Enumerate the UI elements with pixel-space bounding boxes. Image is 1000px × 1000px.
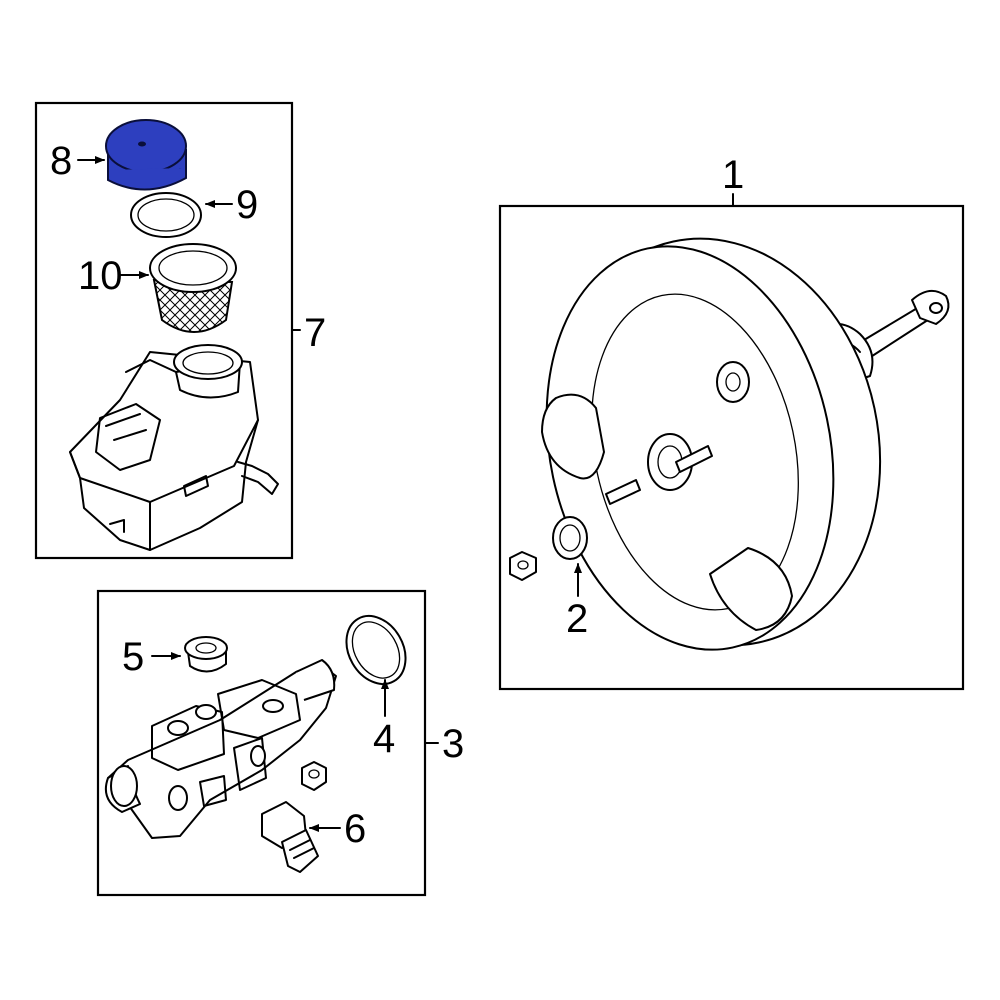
reservoir-group-box [34, 101, 301, 560]
master-cylinder-group-box [96, 589, 439, 897]
reservoir-cap[interactable] [105, 119, 187, 191]
callout-10[interactable]: 10 [78, 254, 123, 298]
callout-8[interactable]: 8 [50, 139, 72, 183]
master-cylinder-nut[interactable] [301, 761, 327, 791]
master-cylinder-body[interactable] [104, 659, 337, 839]
callout-2[interactable]: 2 [566, 597, 588, 641]
callout-1[interactable]: 1 [722, 153, 744, 197]
callout-6[interactable]: 6 [344, 807, 366, 851]
callout-7[interactable]: 7 [304, 311, 326, 355]
callout-3[interactable]: 3 [442, 722, 464, 766]
callout-5[interactable]: 5 [122, 635, 144, 679]
brake-booster[interactable] [511, 208, 950, 677]
reservoir-grommet[interactable] [184, 636, 228, 673]
booster-gasket[interactable] [552, 516, 588, 560]
callout-9[interactable]: 9 [236, 183, 258, 227]
brake-booster-group-box [498, 193, 965, 691]
pressure-sensor[interactable] [261, 801, 319, 873]
booster-nut[interactable] [509, 551, 537, 581]
master-cylinder-o-ring[interactable] [335, 605, 418, 694]
reservoir-strainer[interactable] [149, 243, 237, 333]
callout-4[interactable]: 4 [373, 717, 395, 761]
cap-seal[interactable] [130, 192, 202, 238]
reservoir-tank[interactable] [69, 344, 279, 551]
